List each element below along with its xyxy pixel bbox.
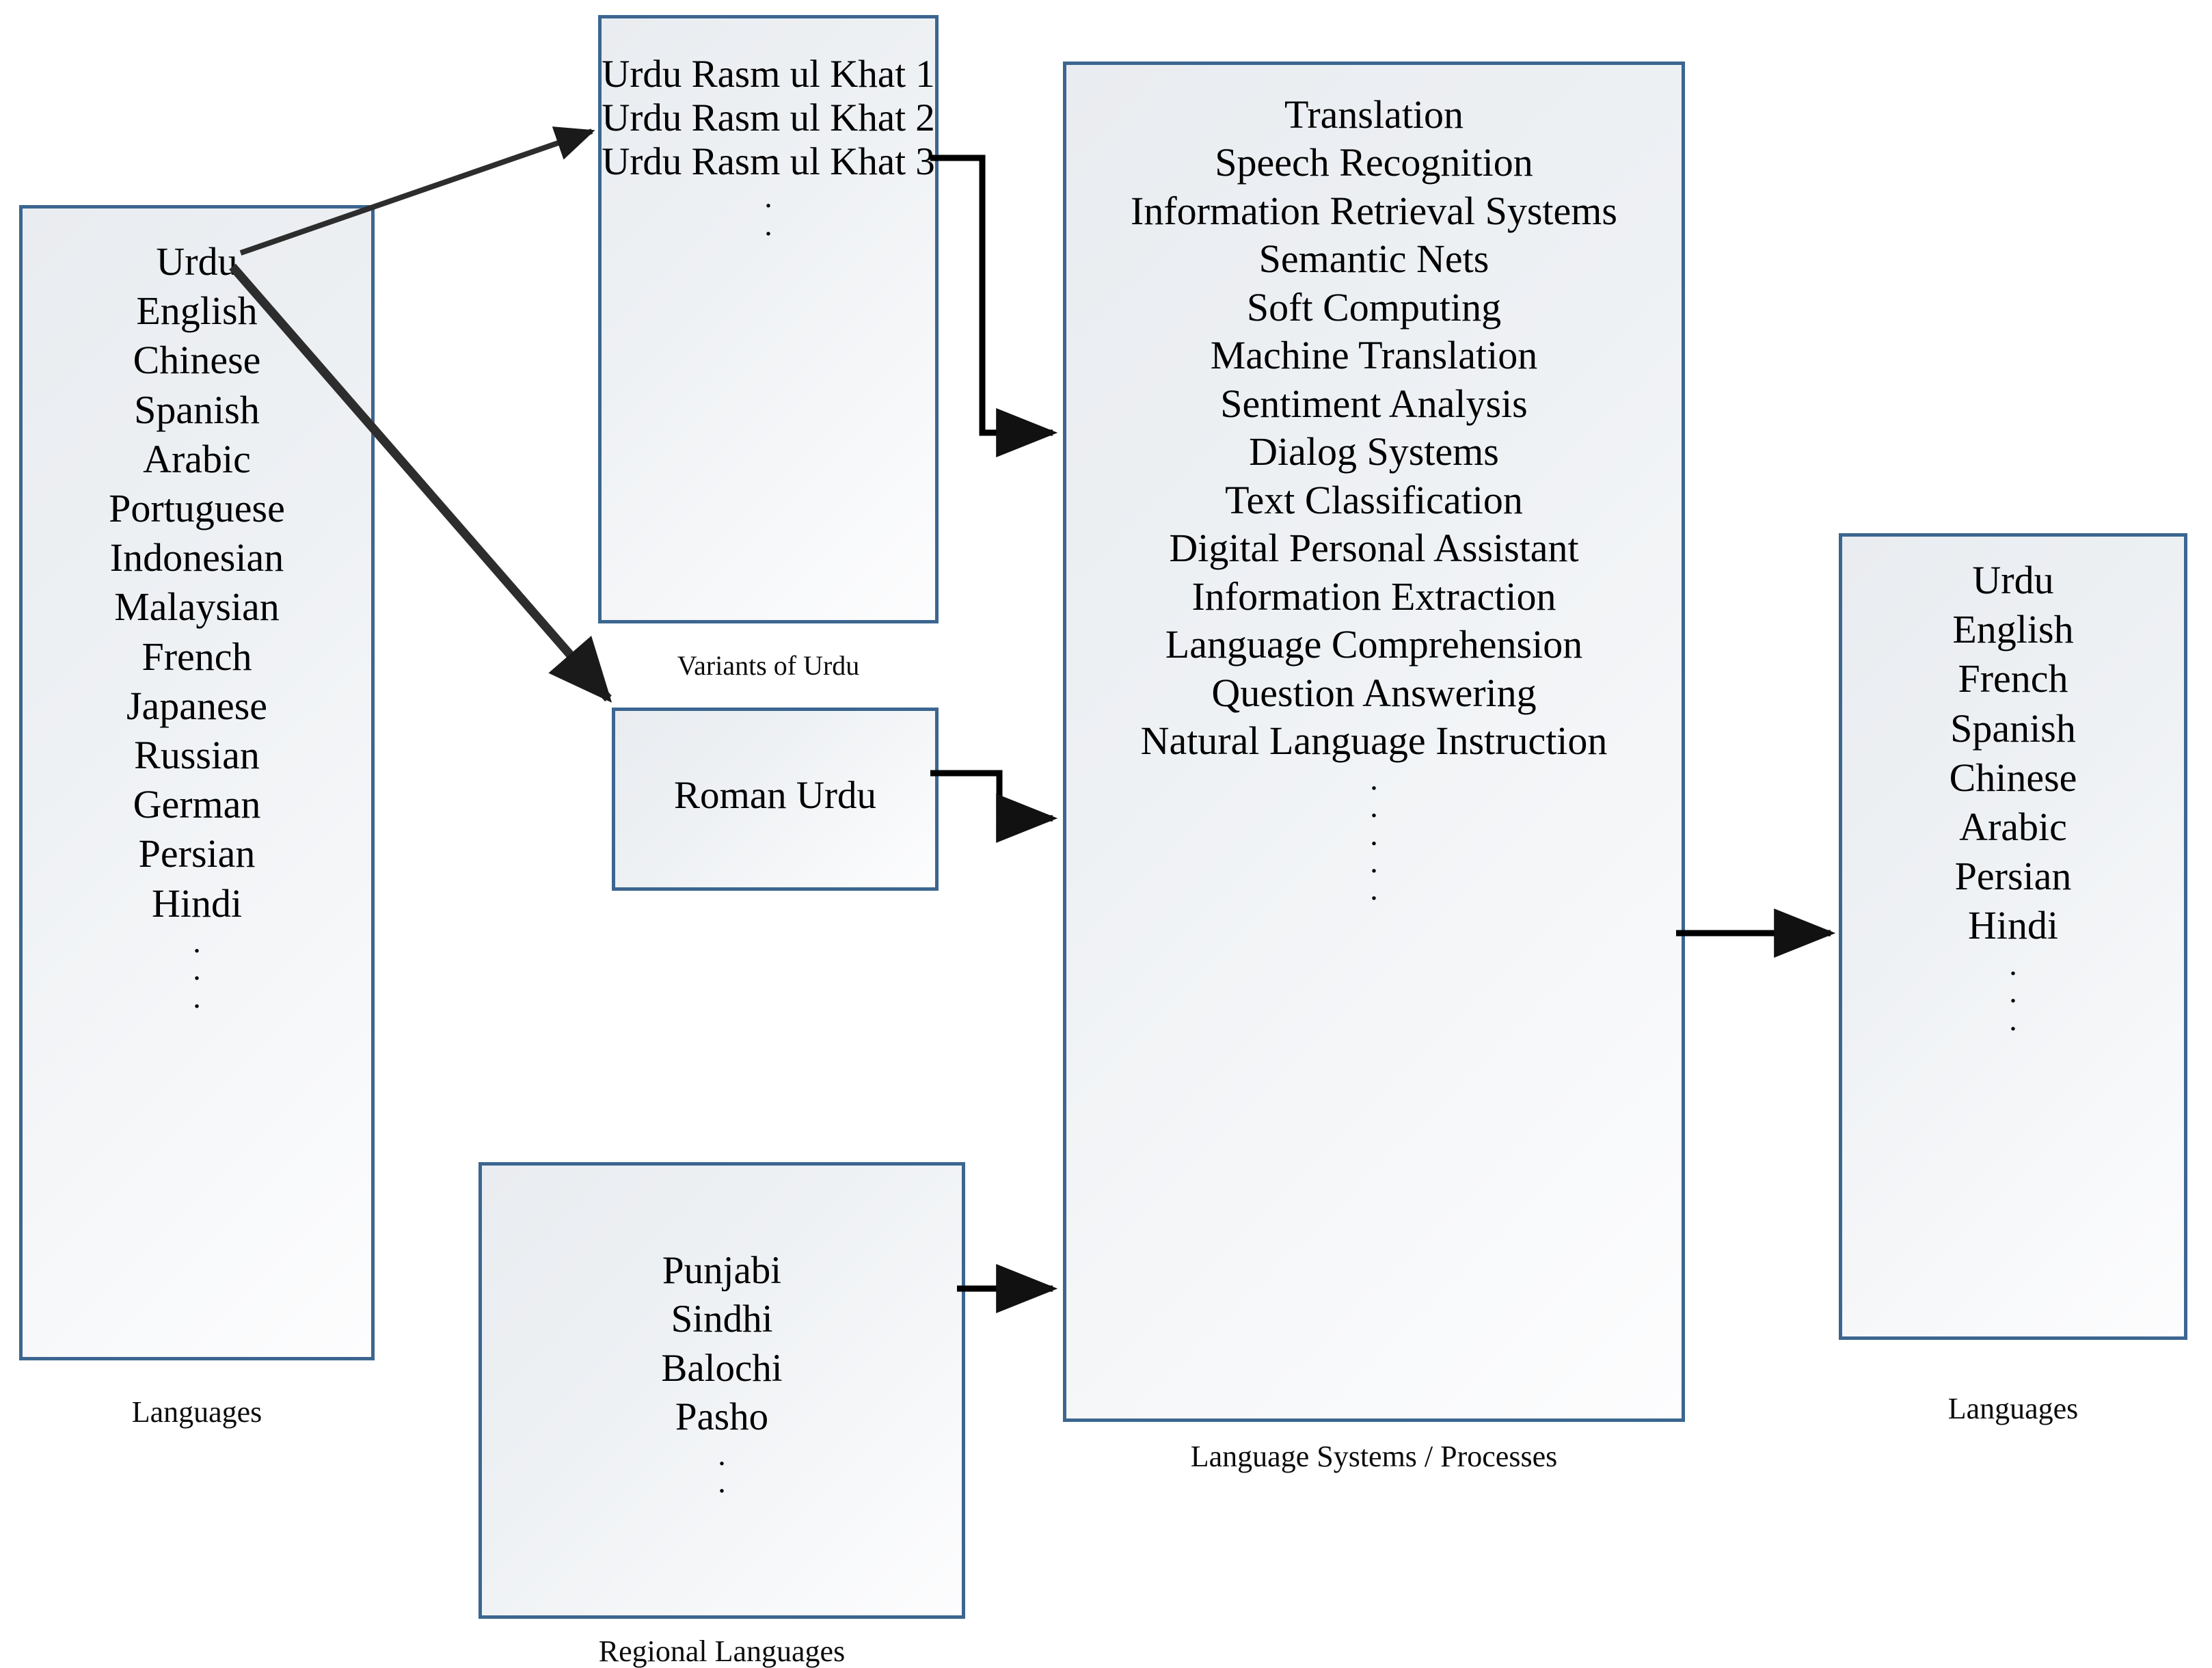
- list-item: Hindi: [151, 880, 243, 926]
- caption-languages-left: Languages: [131, 1395, 262, 1429]
- list-item: Translation: [1284, 92, 1464, 137]
- list-item: Persian: [138, 831, 256, 876]
- connector-variants-to-systems: [930, 154, 1058, 457]
- languages-left-list: Urdu English Chinese Spanish Arabic Port…: [23, 237, 371, 1014]
- list-item: Machine Translation: [1210, 333, 1538, 378]
- list-item: Portuguese: [109, 486, 285, 531]
- regional-languages-list: Punjabi Sindhi Balochi Pasho . .: [482, 1246, 962, 1500]
- list-item: Soft Computing: [1246, 284, 1502, 329]
- list-item: Urdu: [156, 239, 238, 284]
- list-item: English: [1952, 607, 2074, 652]
- list-item: Indonesian: [109, 535, 284, 580]
- list-item: Hindi: [1967, 903, 2059, 948]
- language-systems-list: Translation Speech Recognition Informati…: [1066, 91, 1682, 907]
- connector-roman-urdu-to-systems: [930, 770, 1058, 843]
- list-item: Japanese: [126, 683, 268, 728]
- variants-list: Urdu Rasm ul Khat 1 Urdu Rasm ul Khat 2 …: [602, 53, 935, 242]
- list-item: Urdu Rasm ul Khat 3: [602, 139, 935, 183]
- box-roman-urdu: Roman Urdu: [612, 708, 939, 891]
- ellipsis-dots: . .: [602, 179, 935, 242]
- ellipsis-dot: .: [2009, 1001, 2017, 1037]
- ellipsis-dot: .: [193, 979, 201, 1014]
- ellipsis-dot: .: [2009, 946, 2017, 982]
- list-item: Spanish: [1950, 705, 2076, 751]
- ellipsis-dot: .: [718, 1437, 726, 1472]
- list-item: Urdu Rasm ul Khat 2: [602, 96, 935, 139]
- list-item: Digital Personal Assistant: [1169, 526, 1579, 571]
- list-item: Persian: [1954, 854, 2072, 899]
- caption-language-systems: Language Systems / Processes: [1190, 1440, 1558, 1473]
- list-item: Pasho: [675, 1395, 769, 1438]
- ellipsis-dot: .: [193, 952, 201, 987]
- list-item: Arabic: [1959, 805, 2067, 850]
- list-item: Balochi: [661, 1346, 783, 1390]
- ellipsis-dot: .: [1370, 789, 1378, 824]
- list-item: Text Classification: [1225, 477, 1523, 522]
- ellipsis-dots: . . . . .: [1066, 761, 1682, 907]
- languages-right-list: Urdu English French Spanish Chinese Arab…: [1842, 556, 2184, 1037]
- roman-urdu-list: Roman Urdu: [615, 772, 935, 818]
- ellipsis-dot: .: [1370, 761, 1378, 796]
- box-language-systems: Translation Speech Recognition Informati…: [1063, 62, 1685, 1422]
- ellipsis-dot: .: [1370, 816, 1378, 852]
- list-item: Chinese: [133, 338, 261, 383]
- list-item: Arabic: [143, 436, 251, 481]
- list-item: Malaysian: [114, 584, 280, 630]
- list-item: Russian: [134, 733, 260, 778]
- ellipsis-dot: .: [764, 206, 772, 242]
- list-item: Question Answering: [1211, 670, 1537, 715]
- list-item: Dialog Systems: [1249, 429, 1499, 474]
- ellipsis-dots: . . .: [1842, 946, 2184, 1037]
- ellipsis-dot: .: [193, 924, 201, 959]
- box-regional-languages: Punjabi Sindhi Balochi Pasho . .: [478, 1162, 965, 1619]
- list-item: Information Extraction: [1191, 574, 1556, 619]
- list-item: French: [141, 634, 252, 679]
- box-languages-left: Urdu English Chinese Spanish Arabic Port…: [19, 205, 375, 1360]
- caption-variants-of-urdu: Variants of Urdu: [677, 650, 860, 681]
- list-item: Chinese: [1949, 755, 2077, 800]
- box-variants-of-urdu: Urdu Rasm ul Khat 1 Urdu Rasm ul Khat 2 …: [598, 15, 939, 623]
- list-item: Semantic Nets: [1258, 237, 1489, 282]
- ellipsis-dot: .: [1370, 872, 1378, 907]
- ellipsis-dot: .: [764, 179, 772, 215]
- list-item: French: [1958, 656, 2068, 701]
- caption-regional-languages: Regional Languages: [598, 1635, 846, 1668]
- ellipsis-dots: . . .: [23, 924, 371, 1014]
- ellipsis-dots: . .: [482, 1437, 962, 1500]
- list-item: English: [136, 288, 258, 334]
- ellipsis-dot: .: [1370, 844, 1378, 879]
- list-item: Information Retrieval Systems: [1131, 188, 1617, 233]
- list-item: Urdu: [1972, 558, 2054, 602]
- list-item: Spanish: [134, 387, 260, 432]
- list-item: Sentiment Analysis: [1220, 381, 1528, 426]
- ellipsis-dot: .: [718, 1464, 726, 1500]
- list-item: Roman Urdu: [673, 774, 877, 817]
- ellipsis-dot: .: [2009, 974, 2017, 1010]
- list-item: Punjabi: [662, 1249, 782, 1292]
- caption-languages-right: Languages: [1947, 1392, 2079, 1425]
- list-item: German: [133, 782, 261, 827]
- list-item: Language Comprehension: [1165, 622, 1583, 667]
- list-item: Sindhi: [671, 1297, 773, 1341]
- list-item: Urdu Rasm ul Khat 1: [602, 53, 935, 96]
- list-item: Speech Recognition: [1215, 140, 1533, 185]
- list-item: Natural Language Instruction: [1140, 718, 1608, 764]
- box-languages-right: Urdu English French Spanish Chinese Arab…: [1839, 533, 2187, 1340]
